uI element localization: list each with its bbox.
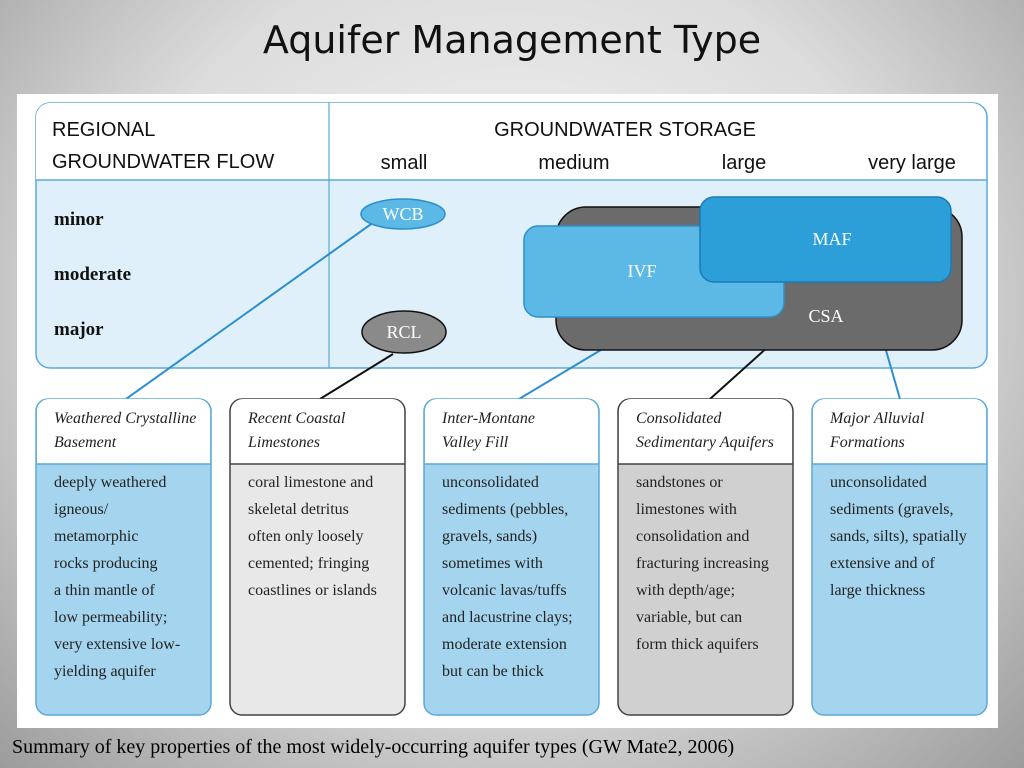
- csa-label: CSA: [808, 306, 843, 326]
- rcl-ellipse: [361, 310, 447, 354]
- card-header-bg: [619, 399, 792, 464]
- connector-csa: [709, 344, 771, 400]
- slide-title: Aquifer Management Type: [262, 18, 762, 62]
- connector-wcb: [125, 221, 375, 400]
- card-body-line: unconsolidated: [830, 474, 927, 491]
- flow-heading-line2: GROUNDWATER FLOW: [52, 151, 274, 173]
- card-title-line: Formations: [829, 434, 905, 451]
- card-recent-coastal-limestones: Recent Coastal Limestones coral limeston…: [229, 398, 406, 716]
- card-title-line: Sedimentary Aquifers: [636, 434, 774, 451]
- wcb-label: WCB: [382, 204, 423, 224]
- card-body-line: variable, but can: [636, 609, 742, 626]
- card-title-line: Limestones: [247, 434, 320, 451]
- card-body-line: coastlines or islands: [248, 582, 377, 599]
- flow-level-moderate: moderate: [54, 264, 131, 285]
- card-title-line: Consolidated: [636, 410, 722, 427]
- card-body-line: unconsolidated: [442, 474, 539, 491]
- connector-rcl: [319, 353, 394, 400]
- card-body-line: cemented; fringing: [248, 555, 369, 572]
- card-title-line: Major Alluvial: [829, 410, 925, 427]
- maf-label: MAF: [812, 229, 851, 249]
- card-body-line: and lacustrine clays;: [442, 609, 573, 626]
- card-body-line: very extensive low-: [54, 636, 180, 653]
- flow-level-minor: minor: [54, 209, 104, 230]
- flow-level-major: major: [54, 319, 104, 340]
- card-body-line: consolidation and: [636, 528, 749, 545]
- card-inter-montane-valley-fill: Inter-Montane Valley Fill unconsolidated…: [423, 398, 600, 716]
- wcb-ellipse: [360, 198, 446, 230]
- card-body-line: large thickness: [830, 582, 925, 599]
- rcl-label: RCL: [386, 322, 421, 342]
- card-title-line: Weathered Crystalline: [54, 410, 196, 427]
- card-header-bg: [37, 399, 210, 464]
- card-body-line: gravels, sands): [442, 528, 537, 545]
- card-body-line: form thick aquifers: [636, 636, 759, 653]
- card-body-line: skeletal detritus: [248, 501, 349, 518]
- flow-heading-line1: REGIONAL: [52, 119, 155, 141]
- ivf-label: IVF: [627, 261, 656, 281]
- chart-header-bg: [36, 103, 986, 180]
- card-body-line: moderate extension: [442, 636, 567, 653]
- card-body-line: sediments (gravels,: [830, 501, 954, 518]
- card-body-line: yielding aquifer: [54, 663, 156, 680]
- card-body-line: often only loosely: [248, 528, 364, 545]
- card-title-line: Basement: [54, 434, 117, 451]
- storage-level-small: small: [381, 152, 428, 174]
- card-body-line: metamorphic: [54, 528, 138, 545]
- card-body-line: sometimes with: [442, 555, 543, 572]
- card-body-line: sandstones or: [636, 474, 723, 491]
- storage-level-medium: medium: [538, 152, 609, 174]
- maf-area: [699, 196, 952, 283]
- card-title-line: Recent Coastal: [247, 410, 346, 427]
- card-body-line: with depth/age;: [636, 582, 735, 599]
- card-body-line: igneous/: [54, 501, 109, 518]
- card-body-line: fracturing increasing: [636, 555, 769, 572]
- storage-level-very-large: very large: [868, 152, 956, 174]
- card-body-line: rocks producing: [54, 555, 158, 572]
- card-body-line: extensive and of: [830, 555, 936, 572]
- figure-caption: Summary of key properties of the most wi…: [12, 736, 735, 758]
- card-body-line: but can be thick: [442, 663, 544, 680]
- storage-level-large: large: [722, 152, 766, 174]
- card-body-line: a thin mantle of: [54, 582, 156, 599]
- card-weathered-crystalline-basement: Weathered Crystalline Basement deeply we…: [35, 398, 212, 716]
- card-body-line: low permeability;: [54, 609, 167, 626]
- card-body-line: coral limestone and: [248, 474, 373, 491]
- card-body-line: deeply weathered: [54, 474, 166, 491]
- card-major-alluvial-formations: Major Alluvial Formations unconsolidated…: [811, 398, 988, 716]
- card-consolidated-sedimentary-aquifers: Consolidated Sedimentary Aquifers sandst…: [617, 398, 794, 716]
- storage-heading: GROUNDWATER STORAGE: [494, 119, 756, 141]
- card-body-line: sands, silts), spatially: [830, 528, 967, 545]
- card-title-line: Inter-Montane: [441, 410, 535, 427]
- card-header-bg: [231, 399, 404, 464]
- card-title-line: Valley Fill: [442, 434, 509, 451]
- card-body-line: limestones with: [636, 501, 737, 518]
- card-header-bg: [425, 399, 598, 464]
- card-body-line: volcanic lavas/tuffs: [442, 582, 567, 599]
- card-header-bg: [813, 399, 986, 464]
- card-body-line: sediments (pebbles,: [442, 501, 568, 518]
